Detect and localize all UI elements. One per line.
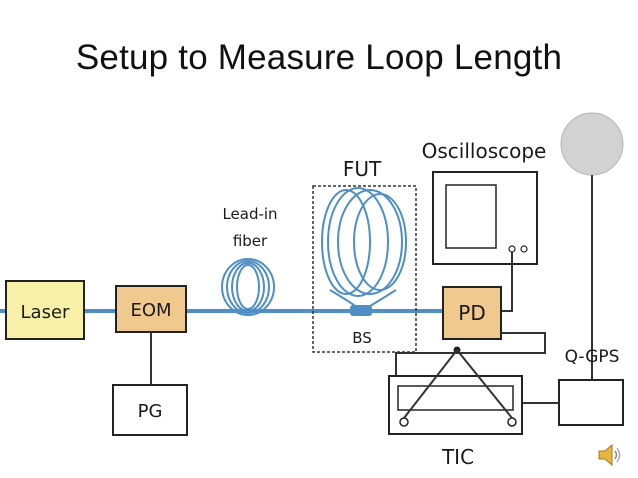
oscilloscope-pd-wire [501,252,513,312]
pd-tic-right-wire [456,349,513,419]
oscilloscope-screen [445,184,497,249]
lead-in-fiber-coil [221,258,275,316]
beam-splitter [350,305,372,316]
bs-label: BS [352,329,372,347]
pd-tic-wire [395,332,546,376]
oscilloscope-label: Oscilloscope [422,139,547,163]
pd-tic-left-wire [403,349,458,419]
qgps-label: Q-GPS [565,347,620,367]
pg-label: PG [138,401,163,422]
lead-in-label-line1: Lead-in [222,205,277,223]
speaker-icon[interactable] [596,442,622,468]
laser-block: Laser [5,280,85,340]
gps-antenna-icon [560,112,624,380]
tic-label: TIC [441,445,474,469]
eom-block: EOM [115,285,187,333]
laser-label: Laser [21,302,71,323]
pd-label: PD [458,301,485,325]
oscilloscope-block [432,171,538,265]
pg-block: PG [112,384,188,436]
slide-title: Setup to Measure Loop Length [75,38,563,77]
lead-in-label-line2: fiber [233,232,268,250]
eom-label: EOM [130,300,171,321]
fut-fiber-coil [321,187,407,312]
tic-block [388,375,523,435]
pd-block: PD [442,286,502,340]
fut-enclosure [312,185,417,353]
fut-label: FUT [343,157,382,181]
qgps-block [558,379,624,426]
oscilloscope-knob-2 [520,245,528,253]
